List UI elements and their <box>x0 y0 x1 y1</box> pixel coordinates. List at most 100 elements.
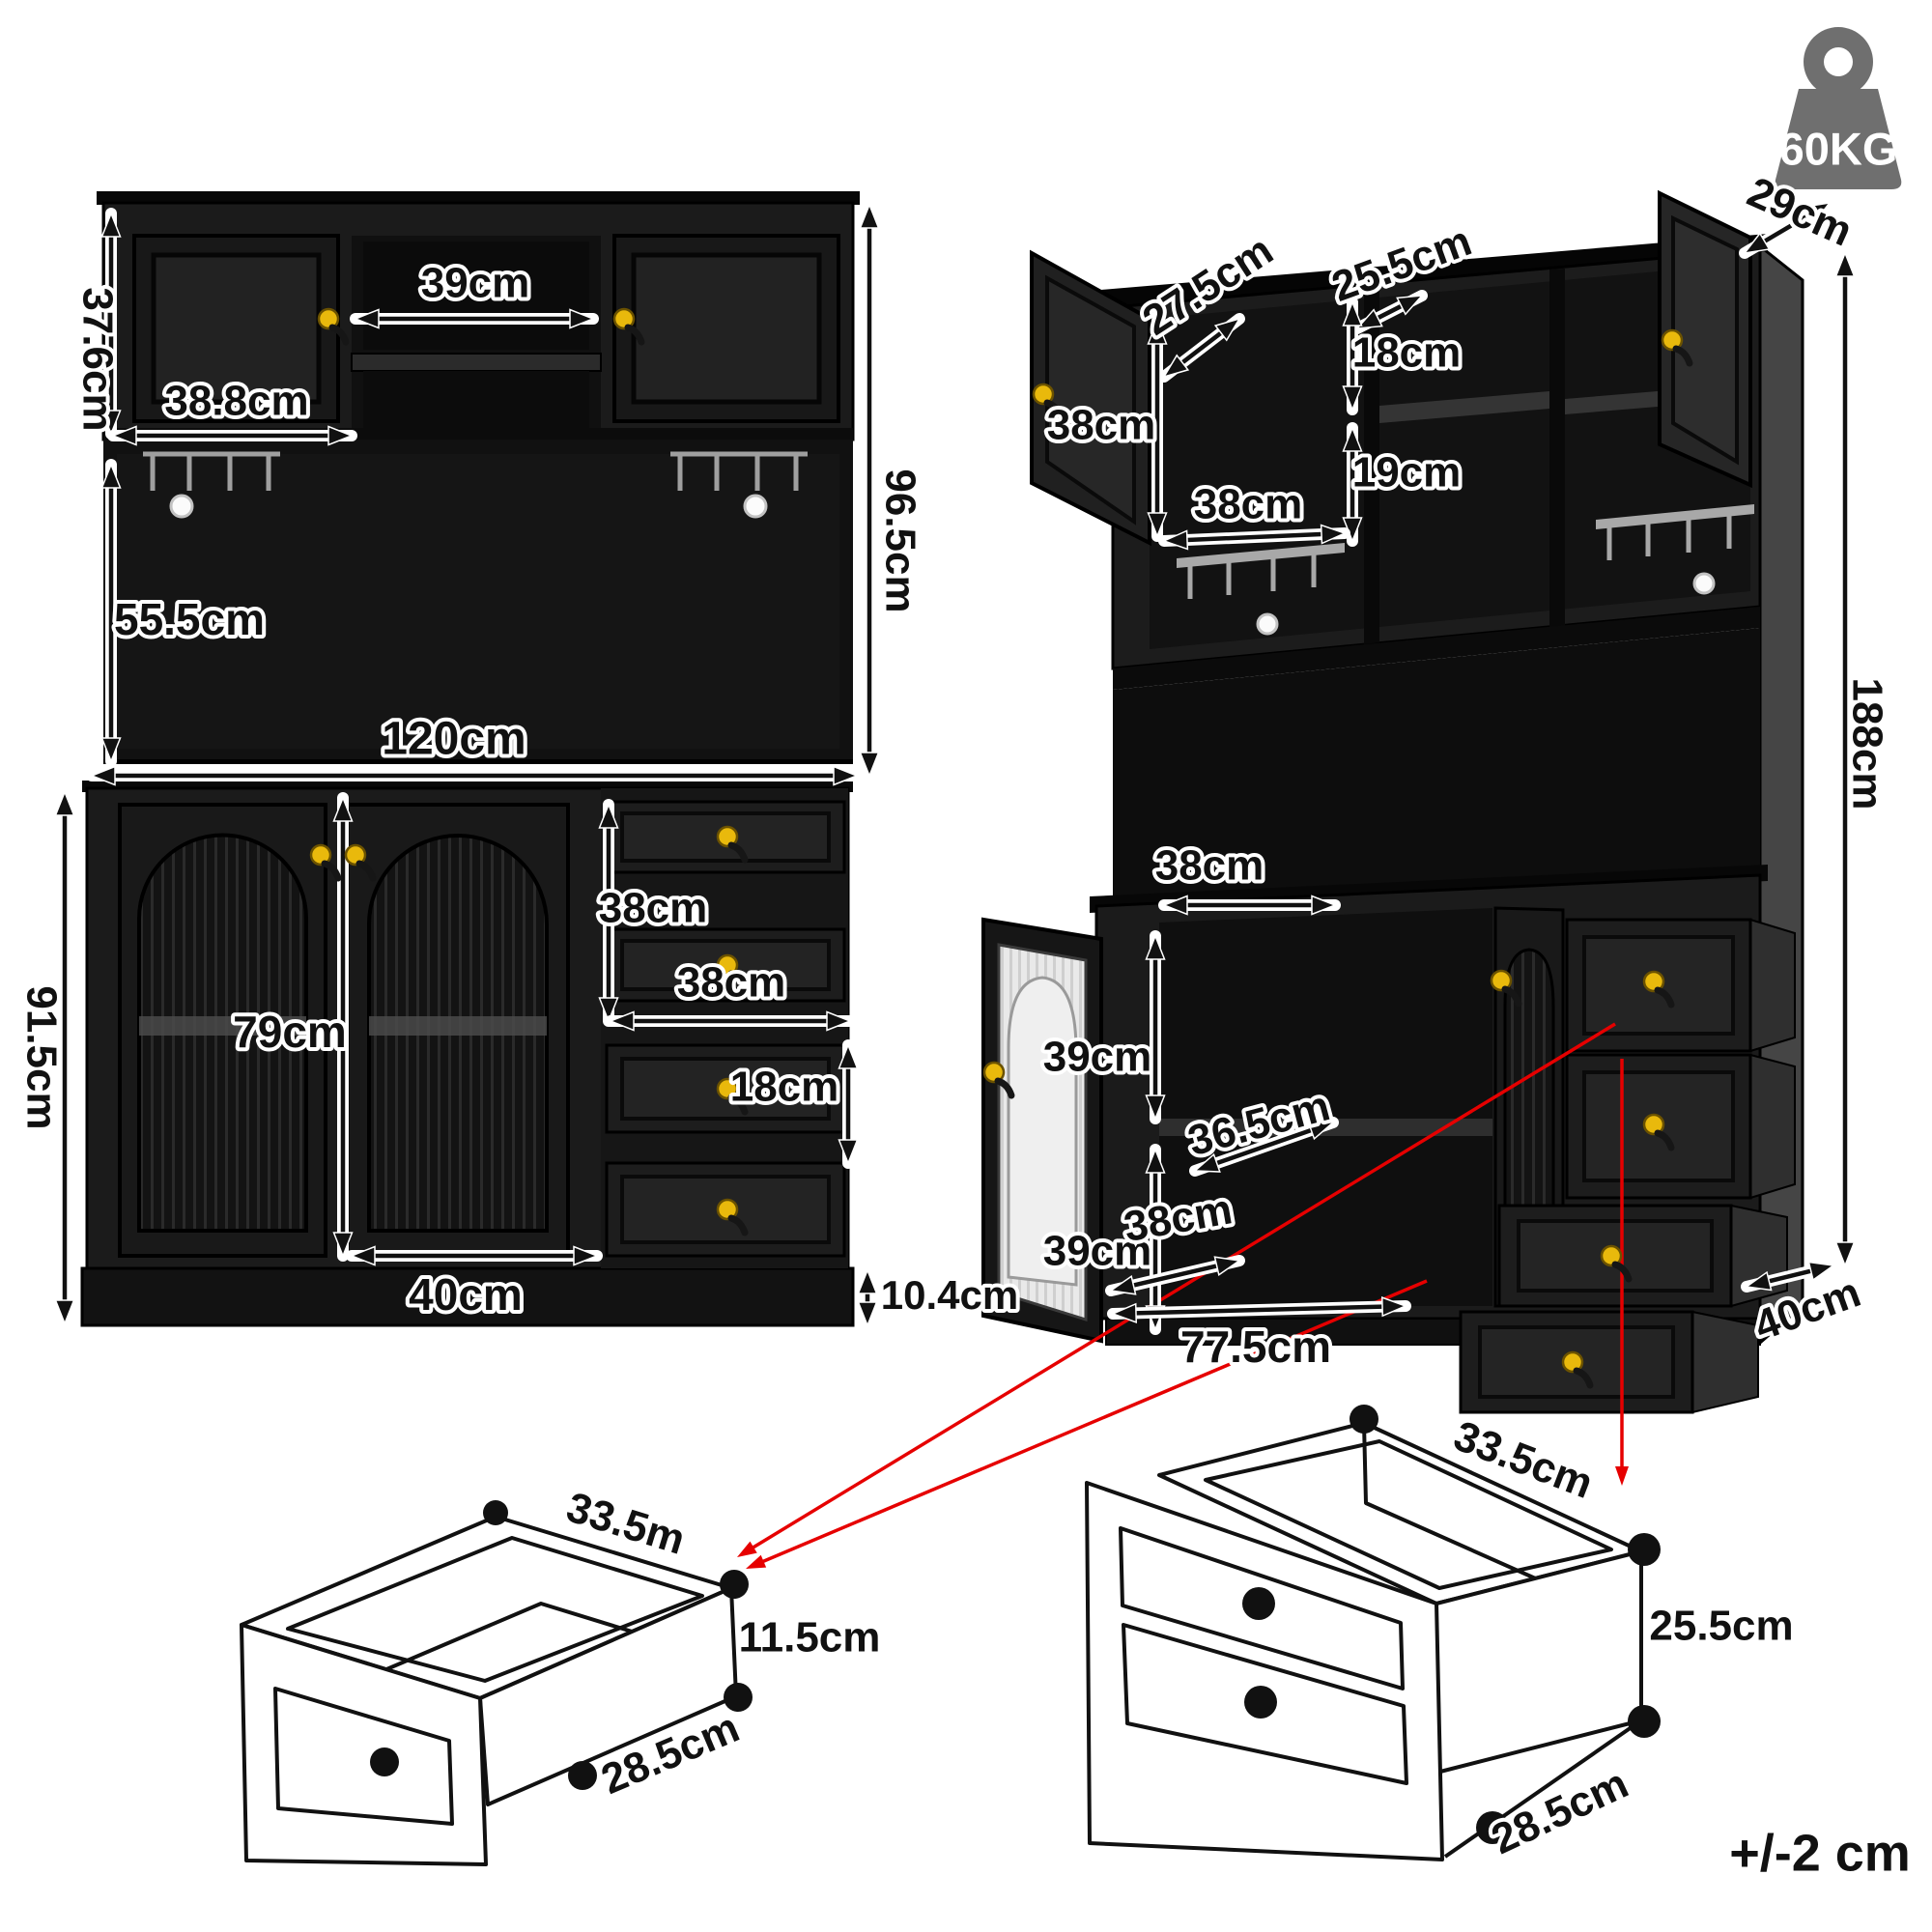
dim-lower-shelf-height: 39cm <box>1043 1228 1152 1275</box>
drawer1-right-wall <box>478 1586 738 1806</box>
drawer-diagram-single <box>240 1515 738 1866</box>
open-glass-door-arch <box>1007 976 1078 1287</box>
open-view-cabinet <box>981 189 1804 1414</box>
hutch-middle-upper-recess <box>363 242 589 350</box>
arrow-38-topleft <box>1147 315 1168 542</box>
dim-upper-shelf-height: 39cm <box>1043 1034 1152 1081</box>
gold-knob <box>317 307 350 346</box>
arrow-40-depth-head-end <box>1807 1261 1835 1282</box>
open-hutch-bottom-rail <box>1113 607 1760 690</box>
arrow-40-depth-head-start <box>1745 1270 1773 1292</box>
arrow-96-5 <box>859 199 880 781</box>
weight-badge-label: 60KG <box>1779 123 1898 174</box>
arrow-188-head-end <box>1834 1241 1856 1268</box>
gold-knob <box>1661 328 1693 367</box>
dimension-corner-dot <box>720 1570 749 1599</box>
dim-total-width: 120cm <box>382 714 526 765</box>
drawer-diagram-double <box>1085 1421 1643 1861</box>
drawer2-front-inset-1 <box>1119 1526 1405 1690</box>
inner-shelf-glimpse-right <box>369 1016 547 1036</box>
arrow-18r <box>1342 297 1363 415</box>
gold-knob <box>716 1077 749 1116</box>
dim-hutch-door-height: 37.6cm <box>73 287 121 431</box>
arrow-39-head-start <box>353 308 380 329</box>
arrow-27-5 <box>1158 313 1245 383</box>
arrow-40-head-start <box>349 1245 376 1266</box>
base-plinth <box>80 1266 855 1327</box>
arrow-38-topleft-head-end <box>1147 512 1168 539</box>
wine-glass-rack-open-left <box>1177 543 1345 636</box>
pointer-drawer-bottom-head <box>746 1554 767 1569</box>
gold-knob <box>1642 1113 1675 1151</box>
dimension-corner-dot <box>483 1500 508 1525</box>
arrow-29-head-end <box>1804 201 1832 224</box>
arrow-79-head-end <box>332 1232 354 1259</box>
arrow-36-5-head-start <box>1193 1152 1221 1173</box>
arrow-79 <box>332 792 354 1262</box>
arrow-91-5 <box>54 786 75 1329</box>
drawer2-front-inset-2 <box>1122 1623 1408 1785</box>
back-panel <box>117 454 839 749</box>
arrow-38v <box>598 799 619 1027</box>
dimension-corner-dot <box>724 1683 753 1712</box>
pulled-drawers <box>1459 918 1796 1414</box>
arrow-120-head-end <box>833 765 860 786</box>
arrow-188-head-start <box>1834 250 1856 277</box>
arrow-18r-head-start <box>1342 299 1363 327</box>
drawer1-knob-dot <box>370 1747 399 1776</box>
arrow-38h-head-start <box>608 1010 635 1032</box>
arrow-39-head-end <box>569 308 596 329</box>
open-counter-area-right <box>1113 628 1760 906</box>
weight-icon-ring-hole <box>1824 47 1853 76</box>
dim-upper-shelf-gap: 18cm <box>1352 329 1462 377</box>
dimension-corner-dot <box>1628 1533 1661 1566</box>
arrow-29 <box>1739 197 1835 259</box>
arrow-91-5-head-end <box>54 1299 75 1326</box>
dim-deep-drawer-height: 18cm <box>730 1064 839 1111</box>
arrow-96-5-head-start <box>859 202 880 229</box>
wine-glass-rack-open-right <box>1596 504 1754 595</box>
dim-glass-door-width: 40cm <box>409 1269 523 1320</box>
gold-knob <box>716 1198 749 1236</box>
dim-left-compartment-height: 38cm <box>1047 402 1156 449</box>
drawer2-interior-edges <box>1362 1422 1576 1598</box>
dim-hutch-door-width: 38.8cm <box>164 378 308 425</box>
gold-knobs <box>309 307 1693 1389</box>
drawer2-front-panel <box>1085 1481 1444 1861</box>
arrow-55-5 <box>100 459 122 767</box>
arrow-38v-head-end <box>598 997 619 1024</box>
dim-cabinet-inner-width: 77.5cm <box>1180 1321 1331 1372</box>
dim-total-height: 188cm <box>1843 677 1890 810</box>
arrow-40-head-end <box>573 1245 600 1266</box>
arrow-77-5-head-start <box>1110 1302 1138 1323</box>
drawer1-front-panel <box>240 1623 488 1866</box>
arrow-10-4 <box>857 1264 878 1331</box>
dim-drawer1-height: 11.5cm <box>739 1614 881 1662</box>
gold-knob <box>1490 969 1522 1008</box>
dimension-corner-dot <box>1628 1705 1661 1738</box>
drawer1-front-inset <box>273 1687 454 1826</box>
dim-open-space-height: 55.5cm <box>114 594 265 644</box>
arrow-39 <box>350 308 599 329</box>
arrow-120-head-start <box>89 765 116 786</box>
arrow-38-bottom-head-end <box>1213 1256 1241 1276</box>
open-hutch-top-slab <box>1101 234 1768 309</box>
hutch-divider-2 <box>1549 269 1565 628</box>
hutch-divider-1 <box>1364 284 1379 644</box>
dimension-corner-dot <box>1476 1811 1509 1844</box>
pointer-drawer-top <box>737 1022 1616 1557</box>
front-drawers <box>605 800 846 1258</box>
gold-knob <box>1032 383 1065 421</box>
pointer-drawer-top-head <box>737 1541 757 1557</box>
inner-shelf-glimpse-left <box>139 1016 306 1036</box>
arrow-37-6 <box>100 208 122 440</box>
arrow-38-topleft-head-start <box>1147 318 1168 345</box>
pointer-drawer-bottom <box>746 1279 1428 1569</box>
arrow-19r <box>1342 422 1363 547</box>
dim-drawer2-height: 25.5cm <box>1649 1603 1793 1650</box>
arrow-77-5 <box>1107 1296 1411 1323</box>
arrow-38-lowertop-head-end <box>1311 895 1338 916</box>
arrow-38h <box>605 1010 856 1032</box>
hutch-mid-shelf <box>1379 391 1549 423</box>
